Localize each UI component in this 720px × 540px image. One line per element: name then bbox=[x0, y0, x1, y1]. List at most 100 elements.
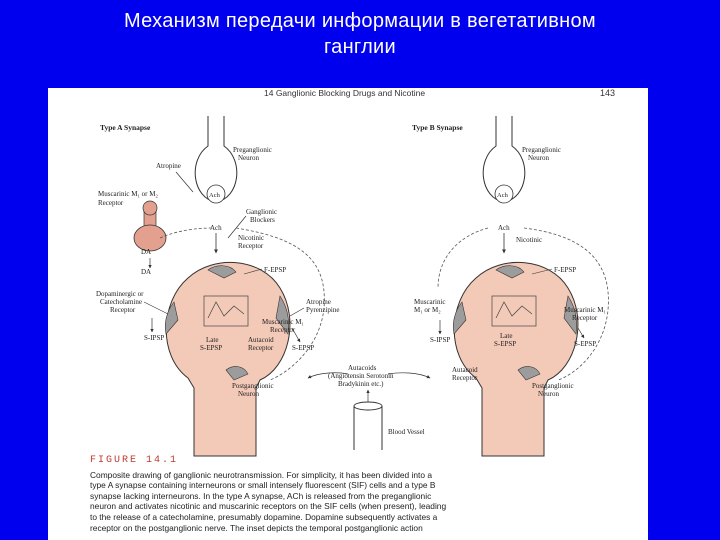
right-f-epsp-label: F-EPSP bbox=[554, 266, 576, 274]
caption-line-4: neuron and activates nicotinic and musca… bbox=[90, 501, 447, 512]
left-da-cell-label: DA bbox=[141, 248, 151, 256]
left-inset-box bbox=[203, 295, 249, 327]
left-muscarinic-receptor-label-2: Receptor bbox=[98, 199, 124, 207]
left-preganglionic-label-1: Preganglionic bbox=[233, 146, 272, 154]
right-ach-vesicle bbox=[494, 184, 514, 204]
chapter-header: 14 Ganglionic Blocking Drugs and Nicotin… bbox=[264, 88, 425, 98]
left-da-feedback-line bbox=[159, 227, 213, 239]
right-late-s-epsp-label-2: S-EPSP bbox=[494, 340, 516, 348]
left-catecholamine-receptor-site bbox=[164, 301, 179, 335]
left-nicotinic-receptor-label-2: Receptor bbox=[238, 242, 264, 250]
left-da-cell-head bbox=[142, 200, 158, 216]
left-muscarinic-receptor-label-1: Muscarinic M₁ or M₂ bbox=[98, 190, 158, 198]
right-ach-release-label: Ach bbox=[498, 224, 510, 232]
left-late-s-epsp-label-2: S-EPSP bbox=[200, 344, 222, 352]
right-inset-trace bbox=[495, 301, 533, 319]
autacoid-arrow-left bbox=[307, 372, 349, 379]
right-muscarinic-m1-m2-label-2: M₁ or M₂ bbox=[414, 306, 441, 314]
autacoids-label-3: Bradykinin etc.) bbox=[338, 380, 384, 388]
ganglion-diagram: 14 Ganglionic Blocking Drugs and Nicotin… bbox=[96, 88, 615, 457]
right-autacoid-receptor-label-1: Autacoid bbox=[452, 366, 478, 374]
right-postganglionic-cell bbox=[453, 261, 579, 457]
left-dopaminergic-label-3: Receptor bbox=[110, 306, 136, 314]
figure-number: 14.1 bbox=[146, 455, 179, 466]
right-postganglionic-label-1: Postganglionic bbox=[532, 382, 574, 390]
left-s-ipsp-label: S-IPSP bbox=[144, 334, 164, 342]
left-s-epsp-label: S-EPSP bbox=[292, 344, 314, 352]
autacoid-arrow-right bbox=[387, 372, 431, 379]
left-nicotinic-receptor-site bbox=[207, 265, 237, 279]
left-feedback-loop bbox=[235, 227, 325, 381]
left-autacoid-receptor-label-2: Receptor bbox=[248, 344, 274, 352]
right-muscarinic-m1-label-1: Muscarinic M₁ bbox=[564, 306, 606, 314]
right-s-ipsp-label: S-IPSP bbox=[430, 336, 450, 344]
page-number: 143 bbox=[600, 88, 615, 98]
left-postganglionic-label-1: Postganglionic bbox=[232, 382, 274, 390]
caption-line-5: to the release of a catecholamine, presu… bbox=[90, 511, 438, 522]
right-late-s-epsp-label-1: Late bbox=[500, 332, 512, 340]
type-b-title: Type B Synapse bbox=[412, 123, 463, 132]
caption-line-1: Composite drawing of ganglionic neurotra… bbox=[90, 469, 432, 480]
right-preganglionic-label-1: Preganglionic bbox=[522, 146, 561, 154]
left-muscarinic-m1-label-2: Receptor bbox=[270, 326, 296, 334]
type-a-title: Type A Synapse bbox=[100, 123, 151, 132]
left-ganglionic-blockers-label-1: Ganglionic bbox=[246, 208, 277, 216]
right-muscarinic-m1-label-2: Receptor bbox=[572, 314, 598, 322]
right-feedback-line bbox=[437, 227, 489, 289]
left-da-release-label: DA bbox=[141, 268, 151, 276]
right-nicotinic-label: Nicotinic bbox=[516, 236, 542, 244]
right-autacoid-receptor-site bbox=[517, 366, 541, 381]
center-blood-vessel-group: Autacoids (Angiotensin Serotonin Bradyki… bbox=[307, 364, 431, 450]
left-da-cell-body bbox=[133, 224, 167, 252]
right-postganglionic-label-2: Neuron bbox=[538, 390, 559, 398]
left-nicotinic-receptor-label-1: Nicotinic bbox=[238, 234, 264, 242]
left-postganglionic-label-2: Neuron bbox=[238, 390, 259, 398]
left-ach-vesicle-label: Ach bbox=[209, 192, 221, 199]
right-muscarinic-m1-m2-label-1: Muscarinic bbox=[414, 298, 446, 306]
type-a-synapse: Type A Synapse Ach Preganglionic Neuron … bbox=[96, 116, 339, 457]
left-atropine-label: Atropine bbox=[156, 162, 181, 170]
left-dopaminergic-label-1: Dopaminergic or bbox=[96, 290, 144, 298]
figure-caption: FIGURE 14.1 Composite drawing of ganglio… bbox=[90, 455, 610, 533]
right-ach-vesicle-label: Ach bbox=[497, 192, 509, 199]
figure-label: FIGURE bbox=[90, 455, 139, 466]
left-f-epsp-pointer bbox=[243, 268, 263, 275]
left-autacoid-receptor-site bbox=[225, 366, 249, 381]
slide-title: Механизм передачи информации в вегетатив… bbox=[0, 8, 720, 60]
right-autacoid-receptor-label-2: Receptor bbox=[452, 374, 478, 382]
right-preganglionic-label-2: Neuron bbox=[528, 154, 549, 162]
blood-vessel bbox=[353, 406, 383, 450]
left-blockers-pointer bbox=[227, 215, 247, 239]
left-ganglionic-blockers-label-2: Blockers bbox=[250, 216, 275, 224]
left-muscarinic-m1-label-1: Muscarinic M₁ bbox=[262, 318, 304, 326]
left-autacoid-receptor-label-1: Autacoid bbox=[248, 336, 274, 344]
autacoids-label-1: Autacoids bbox=[348, 364, 377, 372]
autacoids-label-2: (Angiotensin Serotonin bbox=[328, 372, 394, 380]
left-atropine-pyrenzipine-label-2: Pyrenzipine bbox=[306, 306, 339, 314]
left-s-epsp-arrow bbox=[291, 327, 301, 343]
left-muscarinic-receptor-site bbox=[275, 295, 290, 335]
right-f-epsp-pointer bbox=[531, 268, 553, 275]
blood-vessel-opening bbox=[353, 401, 383, 411]
left-inset-trace bbox=[207, 301, 245, 319]
right-inset-box bbox=[491, 295, 537, 327]
left-postganglionic-cell bbox=[165, 261, 291, 457]
left-dopaminergic-pointer bbox=[143, 301, 169, 315]
right-muscarinic-receptor-site-left bbox=[452, 301, 467, 335]
caption-line-6: receptor on the postganglionic nerve. Th… bbox=[90, 522, 423, 533]
textbook-page: 14 Ganglionic Blocking Drugs and Nicotin… bbox=[48, 88, 648, 540]
right-nicotinic-receptor-site bbox=[495, 265, 525, 279]
left-dopaminergic-label-2: Catecholamine bbox=[100, 298, 142, 306]
caption-line-3: synapse lacking interneurons. In the typ… bbox=[90, 490, 432, 501]
left-late-s-epsp-label-1: Late bbox=[206, 336, 218, 344]
left-atropine-pointer bbox=[175, 171, 194, 193]
slide-title-line-2: ганглии bbox=[324, 36, 396, 58]
left-preganglionic-label-2: Neuron bbox=[238, 154, 259, 162]
figure-title: FIGURE 14.1 bbox=[90, 455, 610, 467]
left-ach-vesicle bbox=[206, 184, 226, 204]
slide-title-line-1: Механизм передачи информации в вегетатив… bbox=[124, 10, 596, 32]
caption-line-2: type A synapse containing interneurons o… bbox=[90, 480, 436, 491]
type-b-synapse: Type B Synapse Ach Preganglionic Neuron … bbox=[412, 116, 609, 457]
right-s-epsp-label: S-EPSP bbox=[574, 340, 596, 348]
left-atropine-pyrenzipine-label-1: Atropine bbox=[306, 298, 331, 306]
